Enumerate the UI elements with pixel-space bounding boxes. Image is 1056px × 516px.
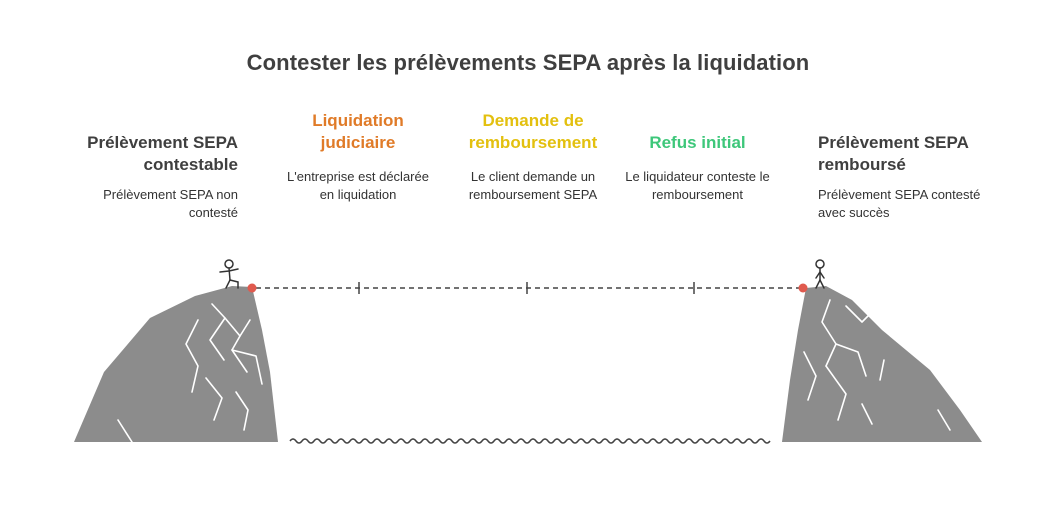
step-heading-refus: Refus initial <box>649 133 746 152</box>
stick-figure-right-icon <box>815 259 825 289</box>
right-cliff <box>782 286 982 442</box>
end-heading: Prélèvement SEPA remboursé <box>818 133 969 174</box>
end-marker <box>798 283 808 293</box>
step-heading-demande: Demande de remboursement <box>468 111 598 152</box>
stick-figure-left-icon <box>219 259 239 289</box>
diagram-title: Contester les prélèvements SEPA après la… <box>246 50 810 75</box>
step-description-liquidation: L'entreprise est déclarée en liquidation <box>287 169 429 202</box>
step-demande: Demande de remboursement Le client deman… <box>448 110 618 204</box>
timeline-path <box>256 282 800 294</box>
left-cliff <box>74 286 278 443</box>
step-description-refus: Le liquidateur conteste le remboursement <box>625 169 770 202</box>
end-description: Prélèvement SEPA contesté avec succès <box>818 187 981 220</box>
start-heading: Prélèvement SEPA contestable <box>87 133 238 174</box>
end-block: Prélèvement SEPA remboursé Prélèvement S… <box>818 132 988 222</box>
start-marker <box>247 283 257 293</box>
water-waves <box>289 438 771 444</box>
start-block: Prélèvement SEPA contestable Prélèvement… <box>58 132 238 222</box>
step-heading-liquidation: Liquidation judiciaire <box>312 111 404 152</box>
start-description: Prélèvement SEPA non contesté <box>103 187 238 220</box>
step-liquidation: Liquidation judiciaire L'entreprise est … <box>283 110 433 204</box>
step-refus: Refus initial Le liquidateur conteste le… <box>625 132 770 204</box>
step-description-demande: Le client demande un remboursement SEPA <box>468 169 598 202</box>
